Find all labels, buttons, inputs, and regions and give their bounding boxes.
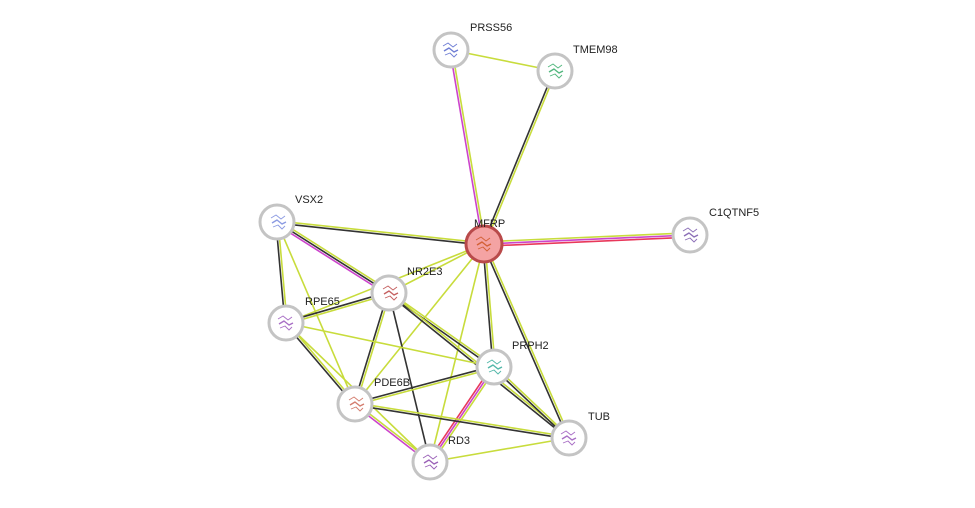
node-prss56[interactable]: PRSS56 bbox=[432, 22, 512, 69]
edge-evidence-textmining bbox=[355, 367, 495, 406]
edge-evidence-textmining bbox=[277, 220, 485, 244]
node-pde6b[interactable]: PDE6B bbox=[336, 377, 410, 423]
node-tmem98[interactable]: TMEM98 bbox=[536, 44, 618, 90]
edge-evidence-textmining bbox=[429, 437, 570, 463]
node-label: PDE6B bbox=[374, 377, 410, 389]
node-circle[interactable] bbox=[411, 443, 449, 481]
edge-nr2e3-prph2[interactable] bbox=[387, 291, 496, 369]
protein-structure-icon bbox=[277, 315, 294, 331]
edge-evidence-coexpression bbox=[482, 244, 494, 368]
protein-structure-icon bbox=[486, 359, 503, 375]
edge-evidence-textmining bbox=[429, 243, 485, 463]
edge-mfrp-pde6b[interactable] bbox=[354, 243, 485, 405]
edge-evidence-textmining bbox=[355, 293, 391, 405]
node-circle[interactable] bbox=[536, 52, 574, 90]
edge-nr2e3-rd3[interactable] bbox=[388, 292, 431, 463]
node-label: TMEM98 bbox=[573, 44, 618, 56]
edge-evidence-textmining bbox=[451, 49, 486, 244]
edge-evidence-textmining bbox=[484, 243, 496, 367]
edge-evidence-coexpression bbox=[354, 365, 494, 404]
edge-evidence-database bbox=[484, 236, 691, 247]
edge-evidence-textmining bbox=[389, 291, 496, 367]
protein-structure-icon bbox=[348, 396, 365, 412]
node-mfrp[interactable]: MFRP bbox=[464, 218, 505, 264]
edge-evidence-coexpression bbox=[482, 70, 555, 244]
node-tub[interactable]: TUB bbox=[550, 411, 610, 457]
edge-vsx2-nr2e3[interactable] bbox=[275, 219, 391, 296]
edge-evidence-coexpression bbox=[354, 404, 569, 440]
edge-nr2e3-pde6b[interactable] bbox=[353, 292, 391, 405]
node-label: NR2E3 bbox=[407, 266, 442, 278]
edge-evidence-experiments bbox=[483, 234, 691, 245]
edge-evidence-textmining bbox=[431, 367, 497, 464]
edge-evidence-coexpression bbox=[387, 293, 494, 369]
protein-structure-icon bbox=[682, 227, 699, 243]
edge-rpe65-prph2[interactable] bbox=[285, 322, 495, 368]
edge-mfrp-prph2[interactable] bbox=[482, 243, 496, 368]
edge-tmem98-mfrp[interactable] bbox=[482, 70, 557, 245]
edge-evidence-textmining bbox=[285, 322, 495, 368]
edge-mfrp-tub[interactable] bbox=[482, 243, 571, 439]
edge-evidence-coexpression bbox=[276, 222, 484, 246]
node-circle[interactable] bbox=[370, 274, 408, 312]
edge-prss56-mfrp[interactable] bbox=[449, 49, 486, 245]
edge-pde6b-tub[interactable] bbox=[354, 402, 570, 440]
edge-prph2-rd3[interactable] bbox=[427, 365, 497, 464]
node-prph2[interactable]: PRPH2 bbox=[475, 340, 549, 386]
node-circle[interactable] bbox=[336, 385, 374, 423]
node-label: TUB bbox=[588, 411, 610, 423]
edge-mfrp-c1qtnf5[interactable] bbox=[483, 232, 691, 247]
protein-structure-icon bbox=[560, 430, 577, 446]
edge-evidence-experiments bbox=[275, 223, 389, 296]
edge-mfrp-rd3[interactable] bbox=[429, 243, 485, 463]
edge-prph2-pde6b[interactable] bbox=[354, 365, 495, 406]
protein-structure-icon bbox=[270, 214, 287, 230]
edge-evidence-experiments bbox=[429, 366, 495, 463]
node-label: PRPH2 bbox=[512, 340, 549, 352]
node-circle[interactable] bbox=[475, 348, 513, 386]
edge-rd3-tub[interactable] bbox=[429, 437, 570, 463]
edge-evidence-experiments bbox=[449, 50, 484, 245]
edge-evidence-textmining bbox=[355, 402, 570, 438]
node-circle[interactable] bbox=[671, 216, 709, 254]
protein-structure-icon bbox=[382, 285, 399, 301]
protein-structure-icon bbox=[422, 454, 439, 470]
edge-evidence-textmining bbox=[484, 71, 557, 245]
edge-evidence-coexpression bbox=[482, 244, 569, 439]
node-label: VSX2 bbox=[295, 194, 323, 206]
edge-evidence-textmining bbox=[277, 219, 391, 292]
node-label: RD3 bbox=[448, 435, 470, 447]
protein-structure-icon bbox=[475, 236, 492, 252]
edge-evidence-coexpression bbox=[353, 292, 389, 404]
edge-evidence-textmining bbox=[483, 232, 690, 243]
node-label: C1QTNF5 bbox=[709, 207, 759, 219]
node-label: MFRP bbox=[474, 218, 505, 230]
edge-evidence-coexpression bbox=[276, 221, 390, 294]
edge-vsx2-mfrp[interactable] bbox=[276, 220, 485, 246]
node-circle[interactable] bbox=[258, 203, 296, 241]
edge-evidence-coexpression bbox=[388, 292, 431, 463]
node-label: RPE65 bbox=[305, 296, 340, 308]
protein-structure-icon bbox=[547, 63, 564, 79]
node-rd3[interactable]: RD3 bbox=[411, 435, 470, 481]
node-c1qtnf5[interactable]: C1QTNF5 bbox=[671, 207, 759, 254]
node-nr2e3[interactable]: NR2E3 bbox=[370, 266, 442, 312]
node-rpe65[interactable]: RPE65 bbox=[267, 296, 340, 342]
node-label: PRSS56 bbox=[470, 22, 512, 34]
edge-evidence-textmining bbox=[354, 243, 485, 405]
protein-structure-icon bbox=[442, 42, 459, 58]
node-vsx2[interactable]: VSX2 bbox=[258, 194, 323, 241]
edge-evidence-database bbox=[427, 365, 493, 462]
edge-evidence-textmining bbox=[484, 243, 571, 438]
